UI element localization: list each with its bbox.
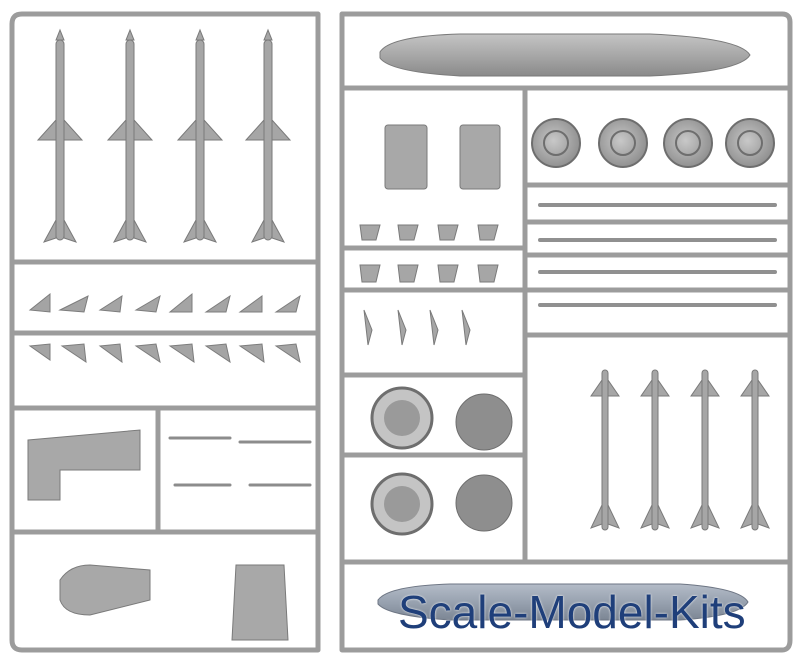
fin-parts-row [28,292,301,364]
drop-tank-bottom [377,583,749,621]
missile-group-right [590,369,770,531]
strip-parts [538,203,777,307]
wheel-parts [531,118,775,168]
small-parts-cluster [168,436,312,487]
bracket-parts [359,224,499,346]
watermark-text: Scale-Model-Kits [398,586,746,638]
missile-group-top-left [36,28,292,243]
panel-parts [384,124,501,190]
lower-left-parts [27,429,289,641]
sprue-frame [9,11,793,653]
drop-tank-top [379,33,751,77]
intake-parts [370,386,513,536]
